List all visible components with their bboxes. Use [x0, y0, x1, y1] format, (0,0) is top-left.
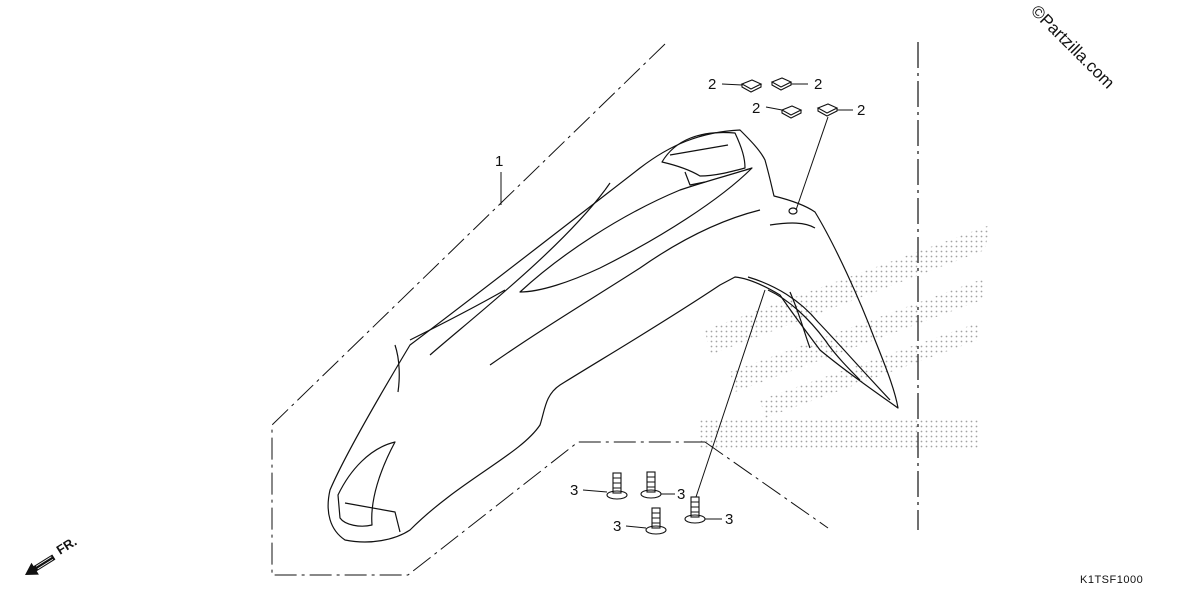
callout-3c: 3 [613, 518, 621, 535]
clip-3 [780, 105, 803, 119]
bolt-3 [645, 507, 667, 535]
clip-2 [770, 77, 793, 91]
bolt-4 [684, 496, 706, 524]
front-fender-drawing [327, 129, 899, 543]
clip-1 [740, 79, 763, 93]
front-direction-label: FR. [54, 534, 80, 558]
assembly-boundary [271, 43, 829, 576]
callout-3d: 3 [725, 511, 733, 528]
clip-4 [816, 103, 839, 117]
callout-3b: 3 [677, 486, 685, 503]
bolt-2 [640, 471, 662, 499]
background-logo [700, 225, 990, 448]
bolt-parts [606, 471, 706, 535]
front-arrow-icon [25, 554, 56, 575]
callout-2a: 2 [708, 76, 716, 93]
bolt-1 [606, 472, 628, 500]
callout-2d: 2 [857, 102, 865, 119]
diagram-code: K1TSF1000 [1080, 574, 1143, 586]
callout-3a: 3 [570, 482, 578, 499]
callout-2b: 2 [814, 76, 822, 93]
callout-2c: 2 [752, 100, 760, 117]
leader-lines [500, 83, 853, 529]
watermark: ©Partzilla.com [1027, 1, 1118, 92]
front-direction-indicator: FR. [25, 534, 80, 575]
callout-1: 1 [495, 153, 503, 170]
